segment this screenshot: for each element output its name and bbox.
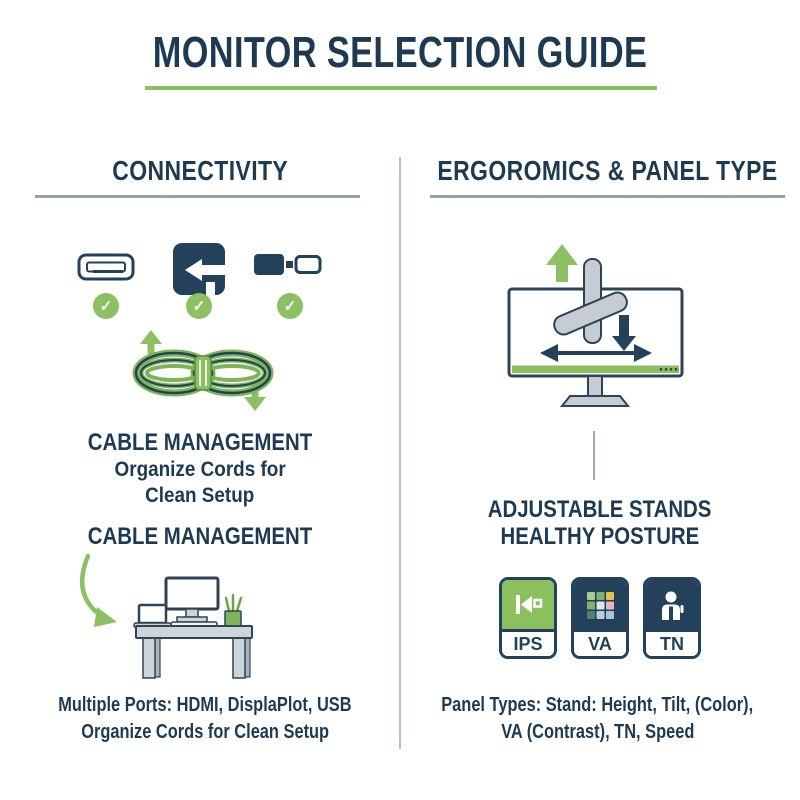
panel-label-ips: IPS <box>502 629 554 656</box>
check-icon: ✓ <box>93 293 119 319</box>
display-input-icon <box>173 243 225 295</box>
stand-base <box>559 395 631 407</box>
connectivity-footer-1: Multiple Ports: HDMI, DisplaPlot, USB <box>58 694 352 716</box>
desk-plant <box>224 593 243 627</box>
panel-types-footer-2: VA (Contrast), TN, Speed <box>500 721 695 743</box>
connectivity-header: CONNECTIVITY <box>112 155 288 186</box>
monitor-taskbar <box>512 365 679 373</box>
panel-card-ips-top <box>502 580 554 629</box>
panel-label-va: VA <box>574 629 626 656</box>
check-glyph: ✓ <box>283 298 297 315</box>
desk-laptop <box>133 603 172 629</box>
arrow-down-icon <box>612 315 636 351</box>
arrow-horizontal-icon <box>540 344 652 362</box>
connectivity-footer-2: Organize Cords for Clean Setup <box>81 721 329 743</box>
ergonomics-underline <box>430 195 785 198</box>
arrow-up-icon <box>140 330 162 354</box>
panel-card-va-top <box>574 580 626 629</box>
healthy-posture-caption: HEALTHY POSTURE <box>500 523 700 550</box>
cable-coil-icon <box>132 330 274 411</box>
va-grid <box>587 591 614 619</box>
check-icon: ✓ <box>186 293 212 319</box>
page-title-text: MONITOR SELECTION GUIDE <box>152 28 648 77</box>
hdmi-port-icon <box>77 253 135 281</box>
panel-types-footer-1: Panel Types: Stand: Height, Tilt, (Color… <box>441 694 754 716</box>
va-grid-icon <box>587 591 614 619</box>
desk-table <box>135 625 253 679</box>
check-glyph: ✓ <box>99 298 113 315</box>
stand-neck <box>587 375 603 399</box>
tilt-bar <box>553 291 628 336</box>
ips-display-icon <box>516 594 543 614</box>
desk-setup-icon <box>79 553 253 679</box>
page-title: MONITOR SELECTION GUIDE <box>0 28 800 78</box>
panel-label-tn: TN <box>646 629 698 656</box>
usb-connector-icon <box>254 254 322 275</box>
panel-card-tn-top <box>646 580 698 629</box>
cable-management-sub-1: Organize Cords for <box>114 458 286 481</box>
check-glyph: ✓ <box>192 298 206 315</box>
panel-card-va: VA <box>571 577 629 659</box>
tn-person-icon <box>662 591 684 620</box>
panel-card-tn: TN <box>643 577 701 659</box>
connector-line <box>593 431 595 480</box>
desk-monitor <box>164 576 220 628</box>
cable-management-title-2: CABLE MANAGEMENT <box>87 523 313 550</box>
cable-management-title: CABLE MANAGEMENT <box>87 429 313 456</box>
adjustable-stands-caption: ADJUSTABLE STANDS <box>488 496 712 523</box>
adjustable-monitor-icon <box>507 244 684 407</box>
check-icon: ✓ <box>277 293 303 319</box>
cable-tie <box>194 355 212 391</box>
title-underline <box>145 86 657 90</box>
curved-arrow-icon <box>79 553 117 627</box>
ergonomics-header: ERGOROMICS & PANEL TYPE <box>437 155 778 186</box>
panel-type-cards: IPS VA TN <box>400 577 800 659</box>
arrow-up-icon <box>546 244 578 282</box>
connectivity-underline <box>35 195 360 198</box>
column-divider <box>399 157 401 749</box>
panel-card-ips: IPS <box>499 577 557 659</box>
cable-management-sub-2: Clean Setup <box>145 484 255 507</box>
